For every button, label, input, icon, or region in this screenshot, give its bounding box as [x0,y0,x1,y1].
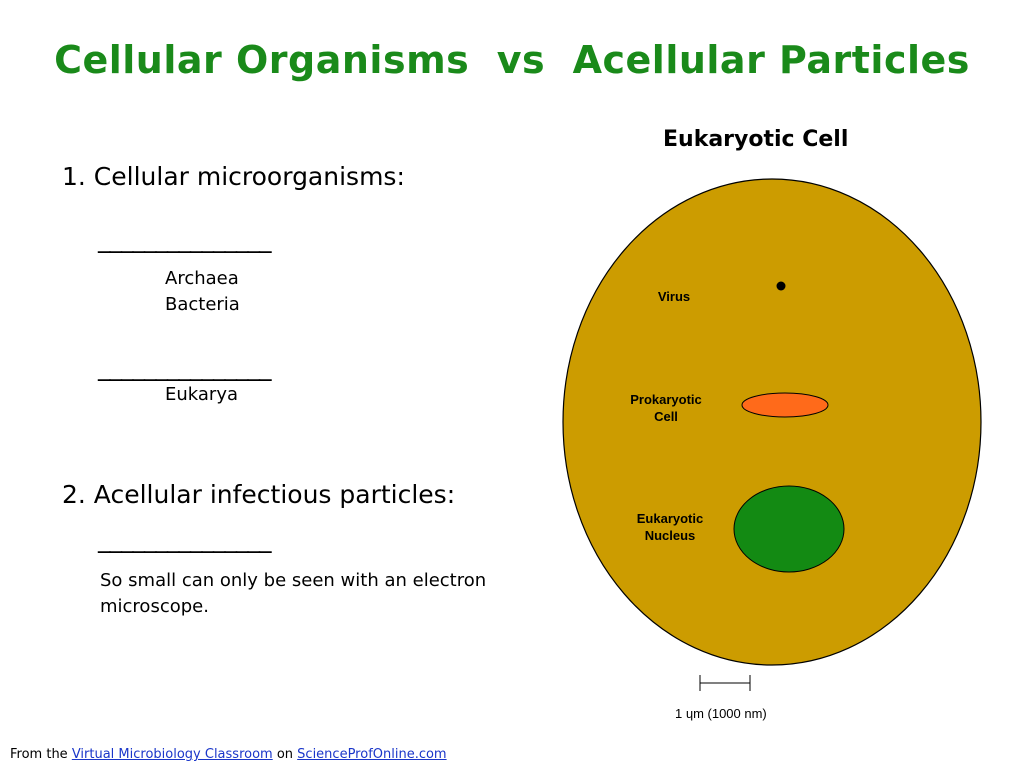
page-title: Cellular Organisms vs Acellular Particle… [54,38,970,82]
eukaryotic-nucleus-label: Eukaryotic Nucleus [636,511,704,543]
eukaryotic-nucleus-shape [733,485,845,573]
scale-bar [699,675,751,691]
section2-blank: _______________ [98,524,271,553]
footer-middle: on [272,747,298,762]
scale-label: 1 ɥm (1000 nm) [675,706,767,721]
virus-shape [776,281,786,291]
diagram-title: Eukaryotic Cell [663,127,849,152]
virtual-microbiology-classroom-link[interactable]: Virtual Microbiology Classroom [71,747,273,762]
footer-prefix: From the [10,747,72,762]
virus-label: Virus [657,289,691,304]
prokaryotic-cell-label: Prokaryotic Cell [630,392,702,424]
electron-microscope-note: So small can only be seen with an electr… [100,570,487,617]
footer-credit: From the Virtual Microbiology Classroom … [10,747,447,762]
list-item: Eukarya [165,384,239,405]
section1-blank2: _______________ [98,352,271,381]
prokaryotic-cell-shape [741,392,829,418]
list-item: Archaea [165,268,239,289]
scienceprofonline-link[interactable]: ScienceProfOnline.com [297,747,447,762]
section1-blank1: _______________ [98,224,271,253]
list-item: Bacteria [165,294,240,315]
eukaryotic-cell-shape [562,178,982,666]
section1-heading: 1. Cellular microorganisms: [62,162,405,191]
section2-heading: 2. Acellular infectious particles: [62,480,456,509]
